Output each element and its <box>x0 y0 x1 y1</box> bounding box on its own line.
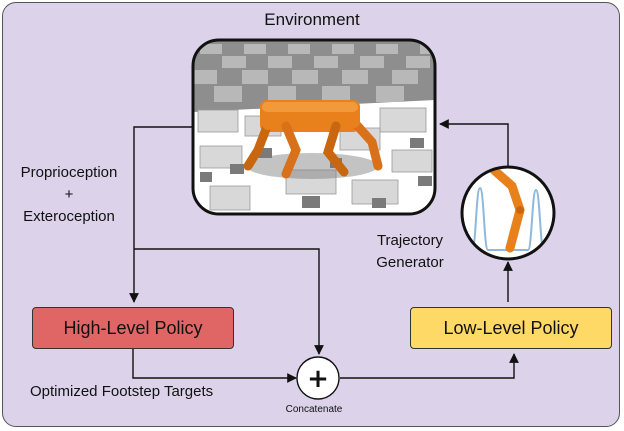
environment-label: Environment <box>264 10 360 29</box>
arrow-high-level-to-concat <box>132 349 297 383</box>
perception-label-line3: Exteroception <box>23 208 115 225</box>
perception-label: Proprioception + Exteroception <box>2 162 136 228</box>
environment-image <box>193 40 435 214</box>
concatenate-node <box>296 356 340 400</box>
high-level-policy-box: High-Level Policy <box>32 307 234 349</box>
connectors <box>129 119 519 383</box>
trajectory-label-line2: Generator <box>376 254 444 271</box>
arrow-observation-to-concat <box>134 248 324 355</box>
arrow-trajectory-to-env <box>439 119 509 167</box>
footstep-targets-label: Optimized Footstep Targets <box>30 383 214 400</box>
low-level-policy-box: Low-Level Policy <box>410 307 612 349</box>
concatenate-label: Concatenate <box>285 404 343 415</box>
arrow-concat-to-low-level <box>340 353 519 379</box>
concatenate-plus-symbol: + <box>307 364 329 394</box>
perception-label-line1: Proprioception <box>20 164 118 181</box>
robot-model <box>243 100 383 179</box>
trajectory-label-line1: Trajectory <box>376 232 444 249</box>
perception-label-plus: + <box>64 186 74 203</box>
arrow-env-to-high-level <box>129 126 193 303</box>
trajectory-generator-label: Trajectory Generator <box>362 230 458 274</box>
trajectory-generator-image <box>460 165 556 261</box>
